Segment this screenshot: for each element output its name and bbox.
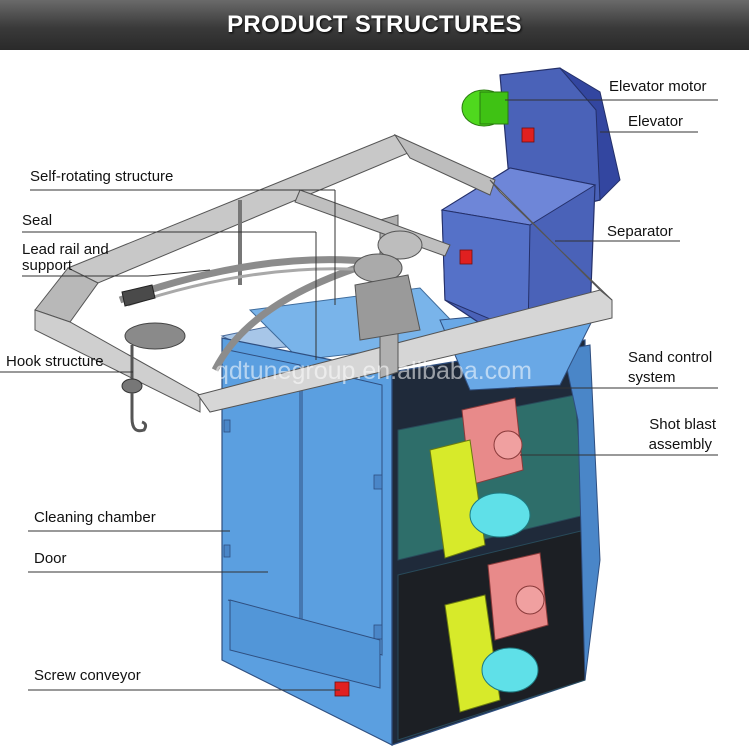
lower-blast-motor [481,647,539,693]
frame-rail-main-front [197,289,613,413]
upper-blast-motor-cover [429,439,486,559]
frame-rail-right [489,179,613,301]
frame-rail-front [34,309,201,413]
label-elevator-motor: Elevator motor [609,78,707,95]
hook [130,393,148,433]
label-self-rotating-structure: Self-rotating structure [30,168,174,185]
label-hook-structure: Hook structure [6,353,104,370]
label-sand-control-line1: Sand control [628,349,713,366]
label-shot-blast-line1: Shot blast [649,416,716,433]
separator-indicator [459,249,473,265]
label-lead-rail-line2: support [22,257,73,274]
hinge [373,474,383,490]
hook-swivel [121,378,143,394]
lower-blast-motor-cover [444,594,501,713]
seal-piece [121,284,156,307]
label-seal: Seal [22,212,53,229]
label-screw-conveyor: Screw conveyor [34,667,141,684]
hinge [223,419,231,433]
hinge [373,624,383,640]
lower-blast-wheel [515,585,545,615]
frame-inner-rail [294,189,451,257]
label-elevator: Elevator [628,113,684,130]
watermark: qdtunegroup.en.alibaba.com [215,357,532,385]
upper-blast-motor [469,492,531,538]
elevator-head [559,67,621,202]
label-cleaning-chamber: Cleaning chamber [34,509,156,526]
screw-conveyor-housing [229,599,381,689]
title-banner [0,0,749,50]
upper-blast-wheel [493,430,523,460]
self-rotating-motor [377,230,423,260]
lead-rail-inner [127,267,371,307]
page-title: PRODUCT STRUCTURES [227,11,522,38]
hinge [223,544,231,558]
leader-lines [0,99,718,691]
label-separator: Separator [607,223,673,240]
elevator-motor-body [479,91,509,125]
label-sand-control-line2: system [628,369,676,386]
hook-trolley [124,322,186,350]
label-shot-blast-line2: assembly [648,436,712,453]
rotating-bracket [354,274,421,341]
label-lead-rail-line1: Lead rail and [22,241,109,258]
chamber-side-strip [562,344,601,681]
label-door: Door [34,550,67,567]
frame-rail-top-right [393,133,496,196]
leader-lead-rail-diag [147,269,211,277]
elevator-indicator [521,127,535,143]
screw-conveyor-indicator [334,681,350,697]
